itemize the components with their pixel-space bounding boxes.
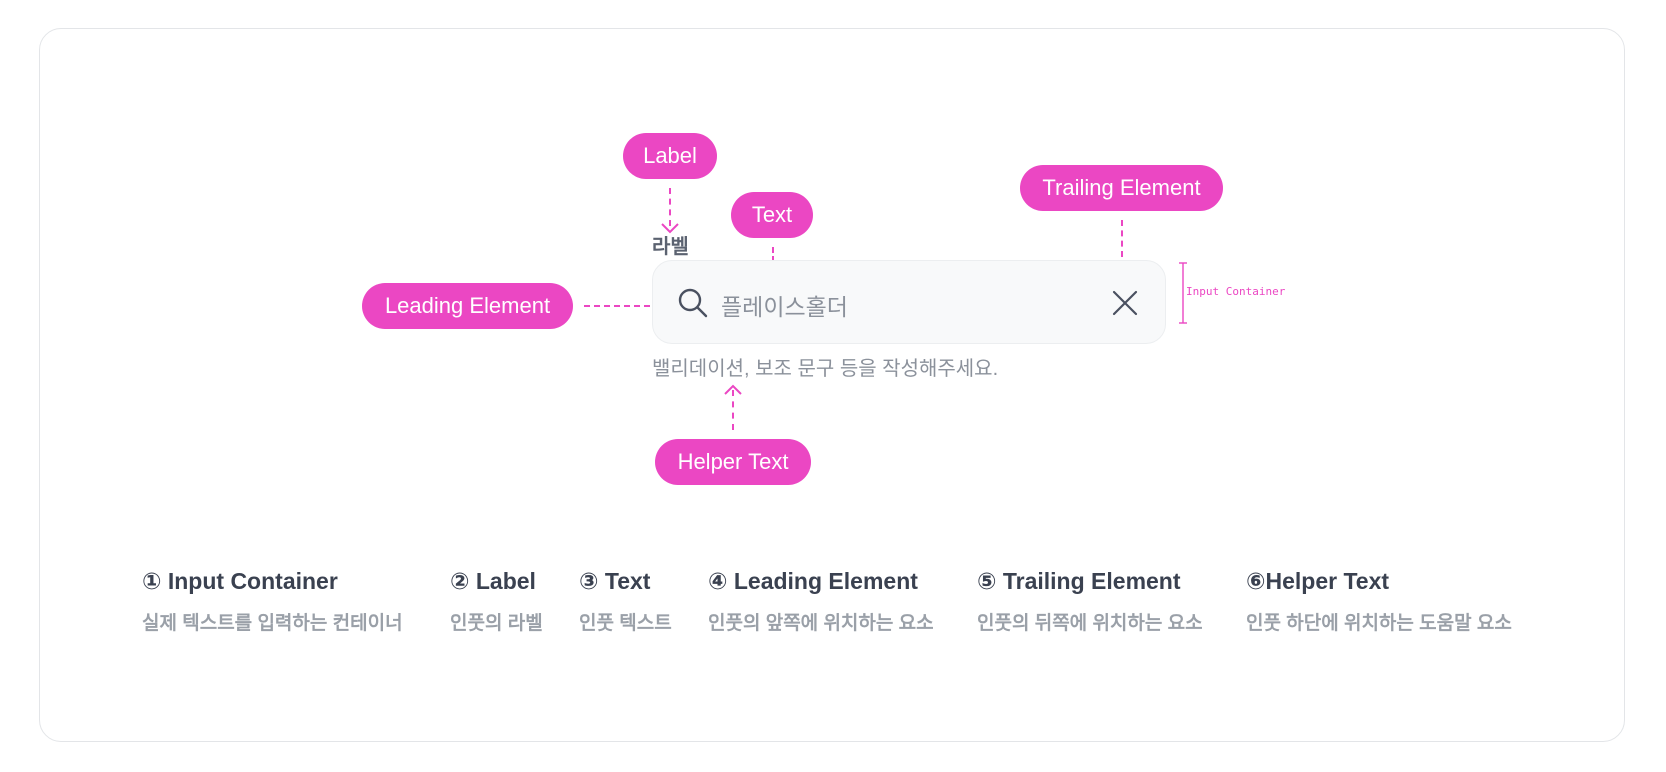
input-placeholder: 플레이스홀더 <box>721 294 848 320</box>
legend-title: ⑥Helper Text <box>1246 568 1390 594</box>
callout-label: Label <box>623 133 717 179</box>
legend-desc: 인풋 하단에 위치하는 도움말 요소 <box>1246 613 1512 634</box>
legend-title: ③ Text <box>579 568 651 594</box>
helper-text: 밸리데이션, 보조 문구 등을 작성해주세요. <box>652 358 999 380</box>
legend-desc: 실제 텍스트를 입력하는 컨테이너 <box>142 613 403 634</box>
legend-title: ④ Leading Element <box>708 568 918 594</box>
connector-label <box>669 188 671 226</box>
legend-item-trailing-element: ⑤ Trailing Element 인풋의 뒤쪽에 위치하는 요소 <box>977 568 1203 635</box>
connector-helper <box>732 390 734 430</box>
legend-desc: 인풋 텍스트 <box>579 613 672 634</box>
callout-helper-text: Helper Text <box>655 439 811 485</box>
legend-item-input-container: ① Input Container 실제 텍스트를 입력하는 컨테이너 <box>142 568 403 635</box>
container-bracket <box>1179 262 1187 324</box>
legend-title: ⑤ Trailing Element <box>977 568 1181 594</box>
legend-item-label: ② Label 인풋의 라벨 <box>450 568 543 635</box>
field-label: 라벨 <box>652 236 689 258</box>
close-icon[interactable] <box>1112 290 1138 316</box>
legend-desc: 인풋의 라벨 <box>450 613 543 634</box>
legend-item-helper-text: ⑥Helper Text 인풋 하단에 위치하는 도움말 요소 <box>1246 568 1512 635</box>
arrowhead-helper <box>724 384 742 395</box>
container-annotation: Input Container <box>1186 285 1286 298</box>
arrowhead-label <box>661 223 679 234</box>
callout-leading-element: Leading Element <box>362 283 573 329</box>
callout-trailing-element: Trailing Element <box>1020 165 1223 211</box>
connector-trailing <box>1121 220 1123 288</box>
anatomy-card <box>39 28 1625 742</box>
legend-item-text: ③ Text 인풋 텍스트 <box>579 568 672 635</box>
callout-text: Text <box>731 192 813 238</box>
legend-desc: 인풋의 앞쪽에 위치하는 요소 <box>708 613 934 634</box>
legend-title: ② Label <box>450 568 536 594</box>
connector-leading <box>584 305 680 307</box>
legend-item-leading-element: ④ Leading Element 인풋의 앞쪽에 위치하는 요소 <box>708 568 934 635</box>
search-icon <box>678 288 708 318</box>
legend-desc: 인풋의 뒤쪽에 위치하는 요소 <box>977 613 1203 634</box>
input-container[interactable]: 플레이스홀더 <box>652 260 1166 344</box>
legend-title: ① Input Container <box>142 568 338 594</box>
